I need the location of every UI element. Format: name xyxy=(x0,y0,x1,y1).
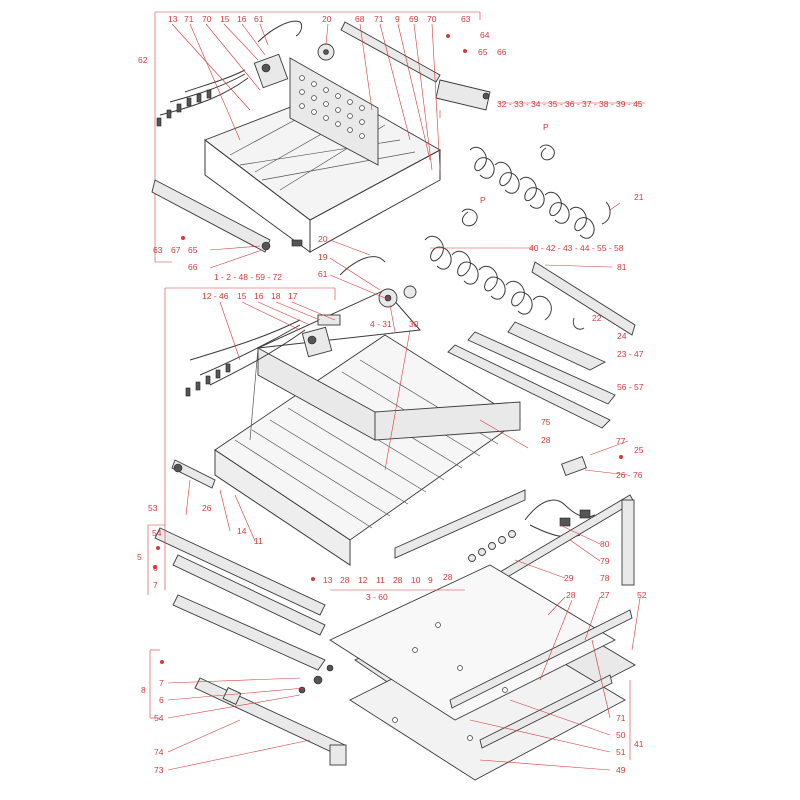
label-13b: 13 xyxy=(323,575,333,585)
label-41: 41 xyxy=(634,739,644,749)
label-79: 79 xyxy=(600,556,610,566)
label-25: 25 xyxy=(634,445,644,455)
reference-dots xyxy=(153,34,623,664)
label-P-middle: P xyxy=(480,195,486,205)
upper-spring xyxy=(469,144,611,239)
label-53: 53 xyxy=(148,503,158,513)
label-24: 24 xyxy=(617,331,627,341)
label-71c: 71 xyxy=(616,713,626,723)
label-50: 50 xyxy=(616,730,626,740)
upper-wire-cage xyxy=(156,20,491,253)
label-15: 15 xyxy=(220,14,230,24)
label-8: 8 xyxy=(141,685,146,695)
upper-bracket-frame xyxy=(154,11,481,263)
label-70b: 70 xyxy=(427,14,437,24)
label-77: 77 xyxy=(616,436,626,446)
label-6: 6 xyxy=(153,563,158,573)
label-12-46: 12 - 46 xyxy=(202,291,229,301)
label-80: 80 xyxy=(600,539,610,549)
label-11b: 11 xyxy=(376,575,385,585)
label-26: 26 xyxy=(202,503,212,513)
label-61b: 61 xyxy=(318,269,328,279)
label-54: 54 xyxy=(152,528,162,538)
label-73: 73 xyxy=(154,765,164,775)
label-15b: 15 xyxy=(237,291,247,301)
label-28a: 28 xyxy=(541,435,551,445)
label-23-47: 23 - 47 xyxy=(617,349,644,359)
label-71: 71 xyxy=(184,14,194,24)
label-26-76: 26 - 76 xyxy=(616,470,643,480)
label-63b: 63 xyxy=(153,245,163,255)
label-28b: 28 xyxy=(340,575,350,585)
label-21: 21 xyxy=(634,192,644,202)
label-12: 12 xyxy=(358,575,368,585)
label-49: 49 xyxy=(616,765,626,775)
label-19: 19 xyxy=(318,252,328,262)
label-74: 74 xyxy=(154,747,164,757)
label-51: 51 xyxy=(616,747,626,757)
label-52: 52 xyxy=(637,590,647,600)
label-11: 11 xyxy=(254,536,263,546)
label-78: 78 xyxy=(600,573,610,583)
label-28c: 28 xyxy=(393,575,403,585)
label-7: 7 xyxy=(153,580,158,590)
label-28d: 28 xyxy=(443,572,453,582)
label-63: 63 xyxy=(461,14,471,24)
base-plates xyxy=(329,564,636,781)
label-81: 81 xyxy=(617,262,627,272)
label-54b: 54 xyxy=(154,713,164,723)
upper-left-rail xyxy=(151,179,303,253)
main-drawer-assembly xyxy=(171,256,526,566)
label-9b: 9 xyxy=(428,575,433,585)
label-22: 22 xyxy=(592,313,602,323)
label-range-32-45: 32 - 33 - 34 - 35 - 36 - 37 - 38 - 39 - … xyxy=(497,99,643,109)
label-range-40-58: 40 - 42 - 43 - 44 - 55 - 58 xyxy=(529,243,624,253)
label-7b: 7 xyxy=(159,678,164,688)
label-14: 14 xyxy=(237,526,247,536)
label-16b: 16 xyxy=(254,291,264,301)
label-P-upper: P xyxy=(543,122,549,132)
label-20: 20 xyxy=(322,14,332,24)
label-30: 30 xyxy=(409,319,419,329)
label-29: 29 xyxy=(564,573,574,583)
label-65b: 65 xyxy=(188,245,198,255)
label-20b: 20 xyxy=(318,234,328,244)
label-4-31: 4 - 31 xyxy=(370,319,392,329)
label-3-60: 3 - 60 xyxy=(366,592,388,602)
label-16: 16 xyxy=(237,14,247,24)
label-27: 27 xyxy=(600,590,610,600)
part-labels: 62 13 71 70 15 16 61 20 68 71 9 69 70 63… xyxy=(137,14,647,775)
label-6b: 6 xyxy=(159,695,164,705)
label-61: 61 xyxy=(254,14,264,24)
middle-spring xyxy=(424,208,552,321)
label-56-57: 56 - 57 xyxy=(617,382,644,392)
label-range-1-72: 1 - 2 - 48 - 59 - 72 xyxy=(214,272,282,282)
label-62: 62 xyxy=(138,55,148,65)
label-66b: 66 xyxy=(188,262,198,272)
label-28e: 28 xyxy=(566,590,576,600)
label-5: 5 xyxy=(137,552,142,562)
label-68: 68 xyxy=(355,14,365,24)
side-guides xyxy=(447,261,636,476)
label-66: 66 xyxy=(497,47,507,57)
label-67: 67 xyxy=(171,245,181,255)
label-65: 65 xyxy=(478,47,488,57)
label-71b: 71 xyxy=(374,14,384,24)
label-13: 13 xyxy=(168,14,178,24)
label-18: 18 xyxy=(271,291,281,301)
label-10: 10 xyxy=(411,575,421,585)
label-75: 75 xyxy=(541,417,551,427)
label-64: 64 xyxy=(480,30,490,40)
lower-side-rails xyxy=(154,527,347,766)
label-9: 9 xyxy=(395,14,400,24)
label-69: 69 xyxy=(409,14,419,24)
label-70: 70 xyxy=(202,14,212,24)
label-17: 17 xyxy=(288,291,298,301)
leader-lines xyxy=(147,23,645,771)
